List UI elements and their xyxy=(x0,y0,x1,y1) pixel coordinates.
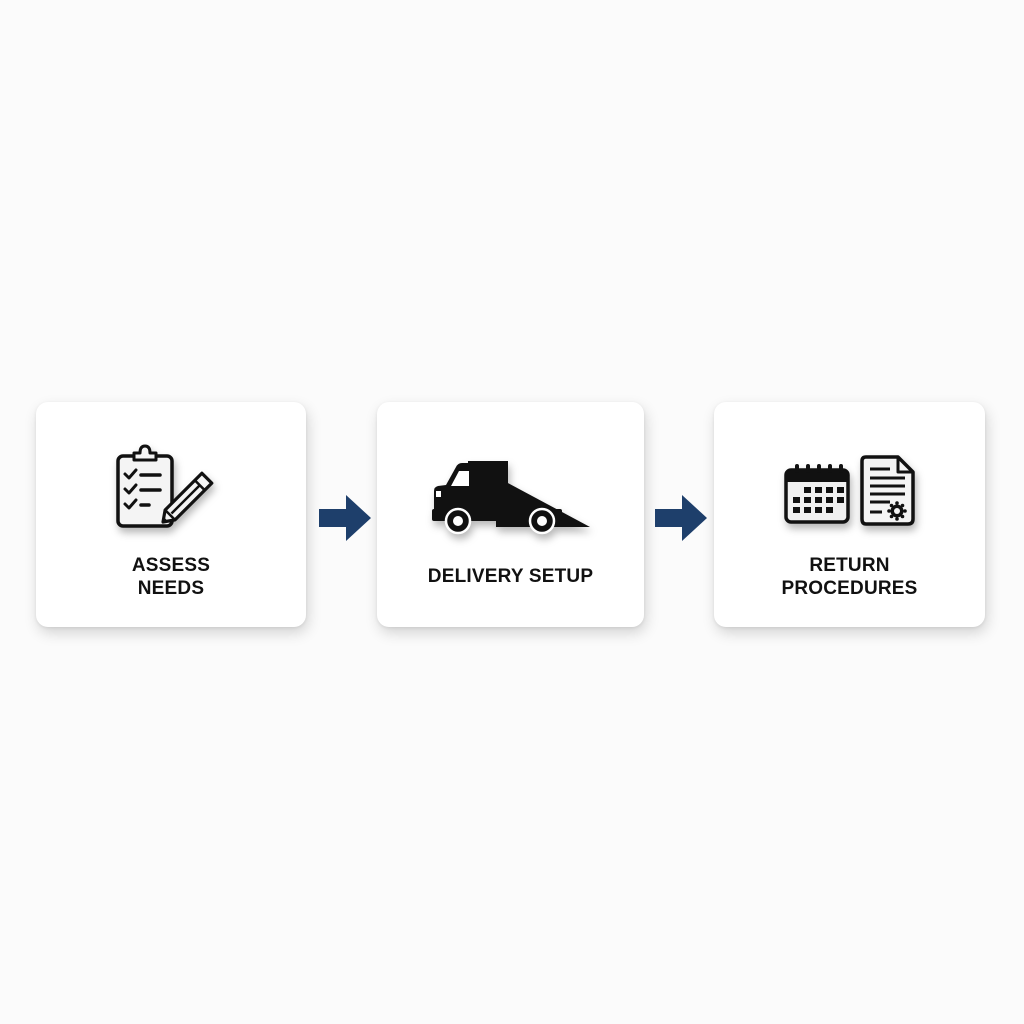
step-label-line: PROCEDURES xyxy=(781,578,918,599)
step-card-delivery-setup: DELIVERY SETUP xyxy=(377,402,644,627)
arrow-right-icon xyxy=(655,495,707,541)
step-label-line: DELIVERY SETUP xyxy=(427,566,594,587)
arrow-right-icon xyxy=(319,495,371,541)
flatbed-truck-icon xyxy=(432,461,590,535)
step-label: RETURN PROCEDURES xyxy=(714,554,985,600)
step-label-line: NEEDS xyxy=(137,578,205,599)
step-label-line: RETURN xyxy=(809,555,890,576)
step-card-return-procedures: RETURN PROCEDURES xyxy=(714,402,985,627)
step-card-assess-needs: ASSESS NEEDS xyxy=(36,402,306,627)
calendar-icon xyxy=(784,464,850,524)
step-label: DELIVERY SETUP xyxy=(377,565,644,588)
certificate-document-icon xyxy=(860,455,915,526)
clipboard-checklist-pencil-icon xyxy=(116,444,214,528)
step-label-line: ASSESS xyxy=(131,555,211,576)
step-label: ASSESS NEEDS xyxy=(36,554,306,600)
